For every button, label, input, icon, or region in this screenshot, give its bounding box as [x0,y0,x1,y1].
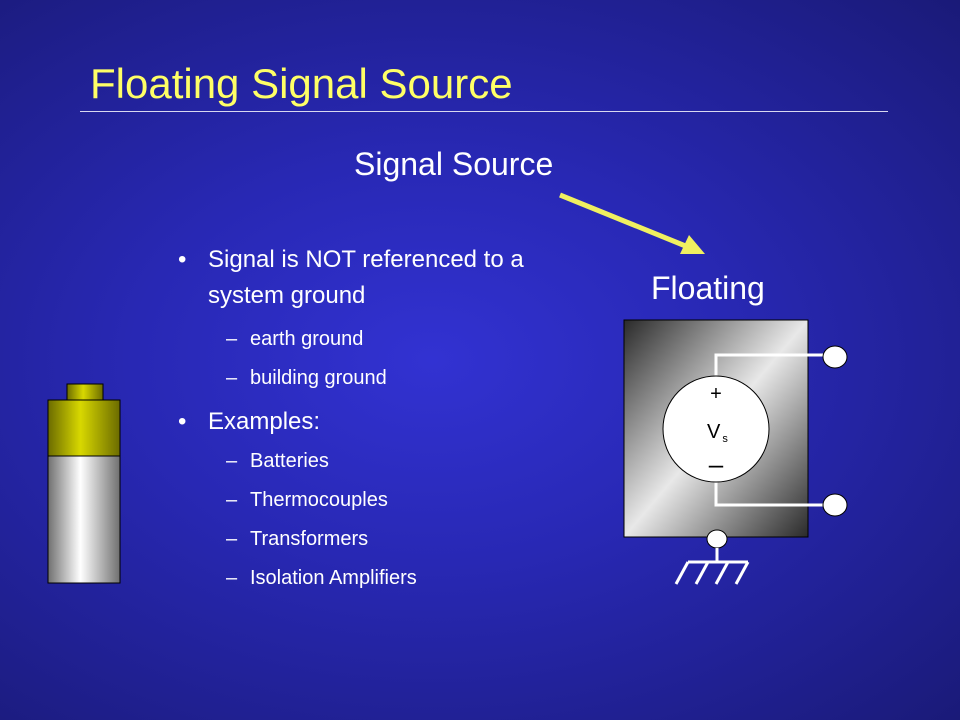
sub-bullet-item: – Transformers [178,520,598,559]
sub-bullet-item: – Batteries [178,442,598,481]
sub-bullet-text: earth ground [250,328,364,350]
bullet-marker: • [178,408,187,435]
sub-bullet-text: Isolation Amplifiers [250,567,417,589]
dash-marker: – [226,367,238,389]
title-divider [80,111,888,112]
dash-marker: – [226,450,238,472]
sub-bullet-text: building ground [250,367,387,389]
minus-sign: – [709,449,724,479]
floating-source-diagram: + – [623,319,848,538]
bullet-text: Examples: [208,408,321,435]
pointer-arrow-icon [559,192,705,254]
bullet-list: • Signal is NOT referenced to a system g… [178,242,598,598]
sub-bullet-item: – Isolation Amplifiers [178,559,598,598]
bullet-item: • Examples: [178,404,598,440]
ground-icon [674,529,750,585]
plus-sign: + [710,383,722,405]
dash-marker: – [226,567,238,589]
sub-bullet-text: Batteries [250,450,329,472]
battery-icon [47,383,121,584]
voltage-symbol: V [707,421,721,443]
dash-marker: – [226,489,238,511]
sub-bullet-item: – Thermocouples [178,481,598,520]
voltage-subscript: s [722,433,728,445]
bullet-item: • Signal is NOT referenced to a system g… [178,242,598,314]
bullet-marker: • [178,246,187,273]
terminal-negative [822,493,848,517]
sub-bullet-text: Transformers [250,528,369,550]
dash-marker: – [226,328,238,350]
slide-title: Floating Signal Source [90,60,513,107]
bullet-text: Signal is NOT referenced to a system gro… [208,246,524,309]
dash-marker: – [226,528,238,550]
voltage-source-circle [662,375,770,483]
terminal-positive [822,345,848,369]
sub-bullet-item: – earth ground [178,320,598,359]
sub-bullet-item: – building ground [178,359,598,398]
signal-source-label: Signal Source [354,146,554,182]
floating-label: Floating [651,270,765,306]
sub-bullet-text: Thermocouples [250,489,388,511]
